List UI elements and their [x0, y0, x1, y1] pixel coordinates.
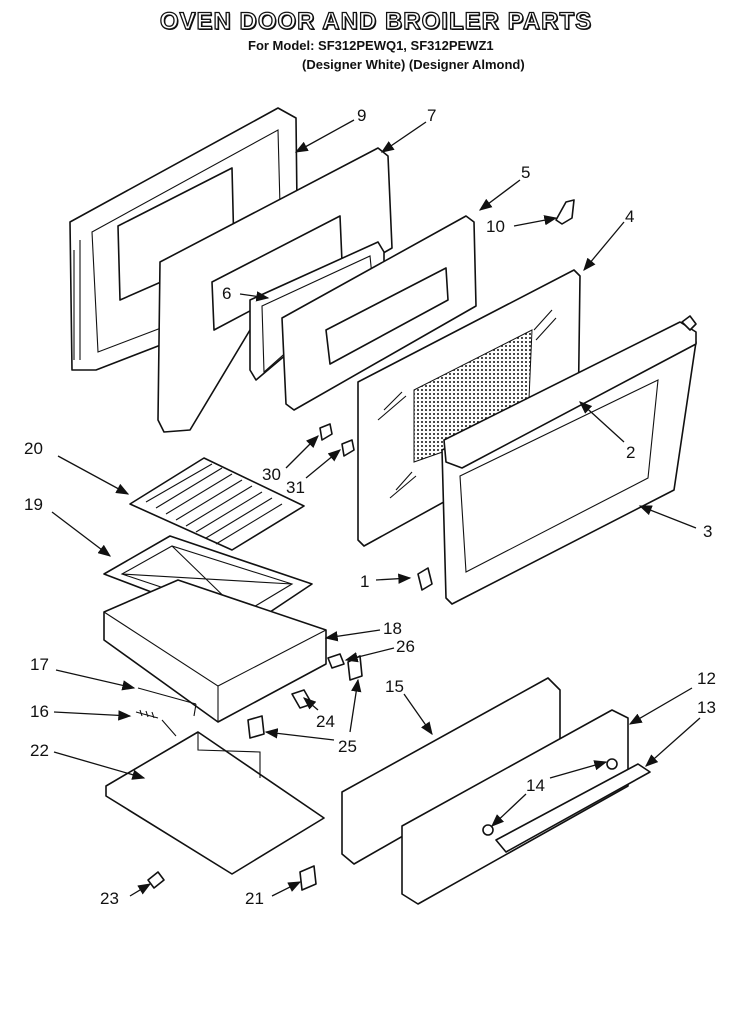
part-13-drawer-handle: [495, 763, 651, 853]
label-16: 16: [30, 702, 49, 721]
part-22-broiler-tray: [105, 731, 325, 875]
part-number-labels: 9 7 5 10 4 6 2 3 1 30 31 20 19 18 26 17 …: [24, 106, 716, 908]
label-13: 13: [697, 698, 716, 717]
label-5: 5: [521, 163, 530, 182]
label-22: 22: [30, 741, 49, 760]
part-17-rod: [137, 687, 197, 717]
label-23: 23: [100, 889, 119, 908]
label-17: 17: [30, 655, 49, 674]
label-12: 12: [697, 669, 716, 688]
part-18-broiler-drawer: [103, 579, 327, 723]
label-4: 4: [625, 207, 634, 226]
part-30-bracket: [319, 423, 333, 441]
label-15: 15: [385, 677, 404, 696]
part-5-door-baffle: [281, 215, 477, 411]
label-3: 3: [703, 522, 712, 541]
color-variants: (Designer White) (Designer Almond): [302, 57, 525, 72]
part-16-spring: [135, 709, 177, 737]
part-1-hinge-clip: [417, 567, 433, 591]
diagram-header: OVEN DOOR AND BROILER PARTS: [0, 7, 752, 36]
part-10-clip: [555, 199, 575, 225]
part-24-roller: [291, 689, 313, 709]
label-1: 1: [360, 572, 369, 591]
label-9: 9: [357, 106, 366, 125]
label-6: 6: [222, 284, 231, 303]
label-20: 20: [24, 439, 43, 458]
label-7: 7: [427, 106, 436, 125]
label-26: 26: [396, 637, 415, 656]
part-25-bracket: [247, 715, 265, 739]
label-31: 31: [286, 478, 305, 497]
part-12-drawer-front: [401, 709, 629, 905]
diagram-title: OVEN DOOR AND BROILER PARTS: [159, 7, 593, 35]
part-31-bracket: [341, 439, 355, 457]
label-19: 19: [24, 495, 43, 514]
label-10: 10: [486, 217, 505, 236]
label-2: 2: [626, 443, 635, 462]
model-numbers: For Model: SF312PEWQ1, SF312PEWZ1: [248, 38, 494, 53]
leader-lines: [51, 119, 701, 897]
label-25: 25: [338, 737, 357, 756]
part-20-broiler-grid: [129, 457, 305, 551]
part-21-hinge-plate: [299, 865, 317, 891]
label-14: 14: [526, 776, 545, 795]
part-23-screw: [147, 871, 165, 889]
label-30: 30: [262, 465, 281, 484]
label-21: 21: [245, 889, 264, 908]
label-18: 18: [383, 619, 402, 638]
part-2-door-handle-trim: [443, 315, 697, 469]
label-24: 24: [316, 712, 335, 731]
